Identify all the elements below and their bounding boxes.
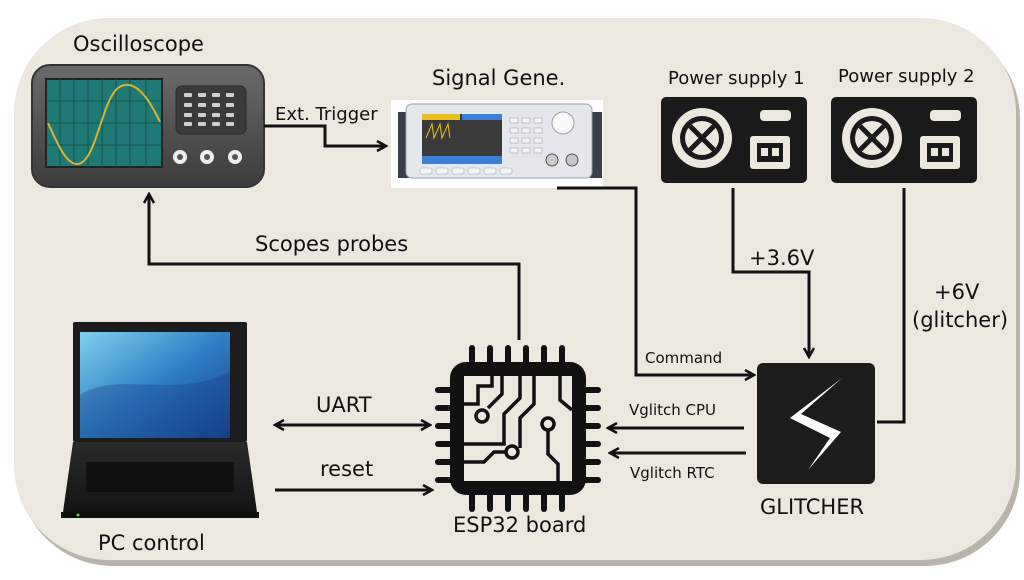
wire-6v: [877, 188, 906, 424]
power-supply-1-icon: [661, 97, 807, 183]
power-supply-1-label: Power supply 1: [668, 68, 805, 89]
wire-ext-trigger: [264, 124, 386, 146]
reset-label: reset: [320, 457, 374, 481]
power-supply-2-icon: [831, 97, 977, 183]
power-supply-2-label: Power supply 2: [838, 66, 975, 87]
signal-generator-label: Signal Gene.: [432, 66, 566, 90]
supply-6v-sublabel: (glitcher): [912, 308, 1009, 332]
esp32-label: ESP32 board: [453, 513, 587, 537]
vglitch-rtc-label: Vglitch RTC: [630, 464, 715, 482]
oscilloscope-label: Oscilloscope: [73, 32, 204, 56]
wire-3v6: [731, 188, 809, 357]
laptop-icon: [61, 322, 259, 518]
vglitch-cpu-label: Vglitch CPU: [629, 401, 717, 419]
esp32-chip-icon: [435, 345, 601, 512]
glitcher-icon: [757, 363, 875, 484]
signal-generator-icon: [391, 100, 603, 188]
supply-3v6-label: +3.6V: [749, 246, 815, 270]
oscilloscope-icon: [31, 64, 265, 188]
scope-probes-label: Scopes probes: [255, 232, 409, 256]
wire-command: [557, 186, 754, 375]
pc-control-label: PC control: [98, 531, 205, 555]
glitcher-label: GLITCHER: [760, 495, 865, 519]
supply-6v-label: +6V: [934, 280, 980, 304]
uart-label: UART: [316, 393, 372, 417]
ext-trigger-label: Ext. Trigger: [275, 104, 378, 125]
wire-scope-probes: [149, 194, 521, 340]
command-label: Command: [645, 349, 723, 367]
